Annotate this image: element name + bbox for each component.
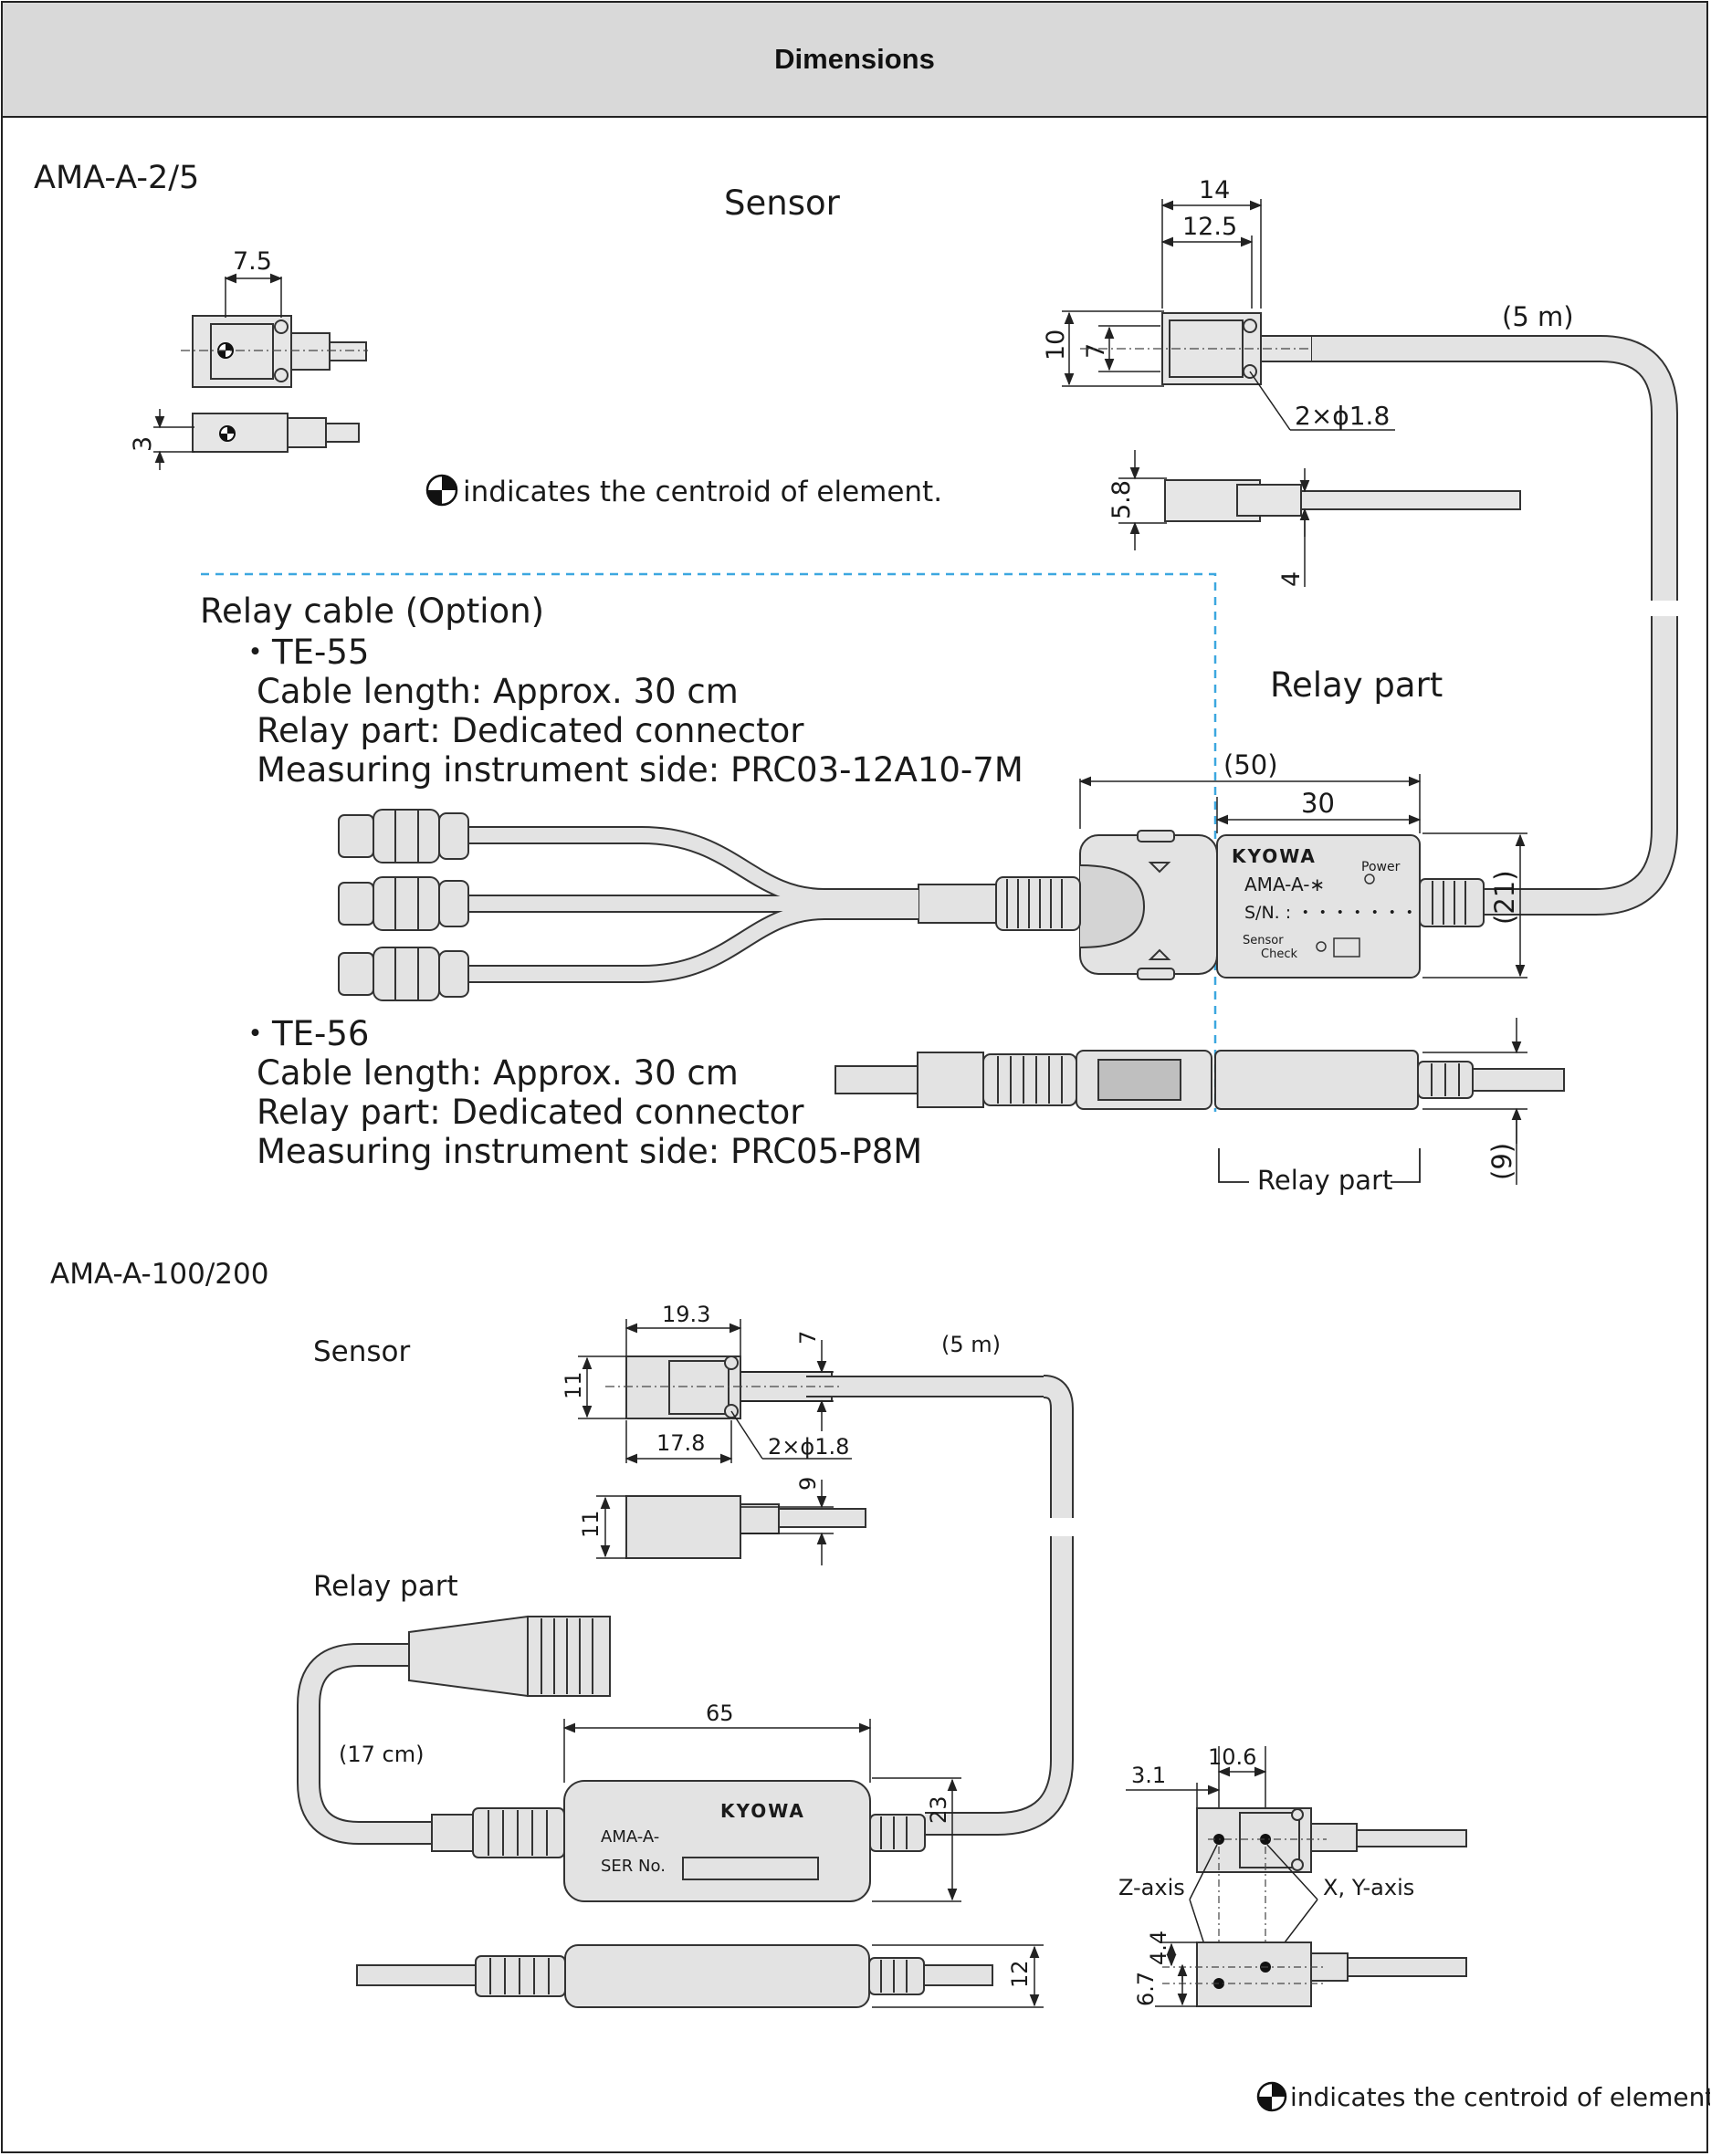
centroid-note-b: indicates the centroid of element. [1290, 2082, 1710, 2112]
relay-part-label-a: Relay part [1257, 1165, 1392, 1196]
centroid-legend-icon [425, 474, 458, 507]
dim-11-a: 11 [561, 1371, 586, 1399]
axis-sensor-side [1196, 1941, 1467, 2007]
sensor-title-b: Sensor [313, 1335, 411, 1368]
sensor-top-view-small [192, 315, 367, 388]
sensor-b-top-view [625, 1355, 833, 1419]
dim-3: 3 [129, 436, 157, 452]
dim-14: 14 [1199, 176, 1230, 204]
relay-b-box [431, 1780, 926, 1902]
sensor-check-label-1: Sensor [1243, 934, 1284, 947]
dim-7-5: 7.5 [233, 247, 272, 276]
dim-12-5: 12.5 [1182, 213, 1237, 241]
page-title: Dimensions [774, 43, 935, 75]
relay-cable-boundary [201, 572, 1217, 1112]
header-bar: Dimensions [3, 3, 1706, 118]
dim-10: 10 [1042, 330, 1070, 361]
relay-connector-te55 [1079, 830, 1218, 980]
sensor-b-side-view [625, 1495, 866, 1559]
sensor-cable-b [925, 1376, 1072, 1834]
centroid-legend-icon-b [1256, 2081, 1287, 2112]
dim-3-1: 3.1 [1131, 1763, 1166, 1788]
relay-part-title-b: Relay part [313, 1570, 458, 1603]
dim-5m-a: (5 m) [1502, 301, 1574, 332]
drawing-canvas: AMA-A-2/5 Sensor 7.5 [34, 160, 1710, 2112]
axis-sensor-top [1196, 1807, 1467, 1873]
sensor-side-view-large [1164, 479, 1521, 522]
dim-12: 12 [1007, 1960, 1033, 1988]
centroid-note-a: indicates the centroid of element. [463, 476, 942, 508]
sensor-side-view-small [192, 413, 360, 453]
dim-7: 7 [1082, 343, 1110, 359]
te55-cable-length: Cable length: Approx. 30 cm [257, 672, 739, 711]
dim-19-3: 19.3 [662, 1302, 710, 1327]
dim-17-8: 17.8 [656, 1430, 705, 1456]
dim-21: (21) [1489, 870, 1520, 925]
relay-b-side-view [356, 1944, 993, 2008]
dim-10-6: 10.6 [1208, 1744, 1256, 1770]
te56-relay-part: Relay part: Dedicated connector [257, 1093, 804, 1132]
dim-9-b: 9 [795, 1477, 821, 1491]
dim-17cm: (17 cm) [339, 1742, 424, 1767]
box-model-label-b: AMA-A- [601, 1827, 659, 1847]
dim-4-4: 4.4 [1146, 1931, 1171, 1965]
axis-z-label: Z-axis [1118, 1875, 1185, 1900]
round-connector-2 [338, 876, 469, 931]
te56-cable-length: Cable length: Approx. 30 cm [257, 1053, 739, 1093]
sensor-cable-a [1312, 337, 1676, 914]
strain-relief-right-a [1419, 878, 1485, 927]
dim-4: 4 [1277, 571, 1306, 587]
dim-9-a: (9) [1486, 1143, 1517, 1180]
dim-7-b: 7 [795, 1331, 821, 1345]
dim-6-7: 6.7 [1133, 1972, 1159, 2006]
relay-pigtail-cable [299, 1645, 432, 1843]
serial-label-a: S/N. : ・・・・・・・・・ [1244, 903, 1453, 923]
relay-te56-side-view [835, 1050, 1565, 1110]
model-label-b: AMA-A-100/200 [50, 1258, 268, 1291]
sensor-title-a: Sensor [724, 183, 841, 223]
te55-relay-part: Relay part: Dedicated connector [257, 711, 804, 750]
dim-23: 23 [926, 1795, 951, 1824]
te56-instrument-side: Measuring instrument side: PRC05-P8M [257, 1132, 923, 1171]
centroid-mark-side [219, 425, 236, 442]
box-model-label: AMA-A-∗ [1244, 874, 1325, 895]
strain-relief-left-a [918, 876, 1081, 931]
dim-5-8: 5.8 [1107, 480, 1136, 519]
dim-hole-a: 2×ϕ1.8 [1295, 401, 1390, 431]
dim-65: 65 [706, 1701, 734, 1726]
relay-part-title-a: Relay part [1270, 665, 1443, 705]
dim-30: 30 [1301, 788, 1335, 819]
dim-hole-b: 2×ϕ1.8 [768, 1434, 849, 1460]
sensor-check-label-2: Check [1261, 947, 1297, 961]
round-connector-1 [338, 809, 469, 863]
brand-logo-a: KYOWA [1232, 845, 1317, 867]
round-connector-3 [338, 947, 469, 1001]
axis-xy-label: X, Y-axis [1323, 1875, 1414, 1900]
brand-logo-b: KYOWA [720, 1800, 805, 1822]
relay-cable-title: Relay cable (Option) [200, 591, 545, 631]
te56-name: ・TE-56 [238, 1014, 370, 1053]
relay-b-pigtail-connector [408, 1615, 611, 1698]
te55-name: ・TE-55 [238, 633, 370, 672]
dim-5m-b: (5 m) [941, 1332, 1001, 1357]
model-label-a: AMA-A-2/5 [34, 160, 199, 196]
dim-50: (50) [1223, 749, 1278, 780]
te55-instrument-side: Measuring instrument side: PRC03-12A10-7… [257, 750, 1023, 790]
serial-label-b: SER No. [601, 1857, 666, 1876]
power-label: Power [1361, 860, 1401, 874]
dim-11-b: 11 [578, 1510, 604, 1538]
